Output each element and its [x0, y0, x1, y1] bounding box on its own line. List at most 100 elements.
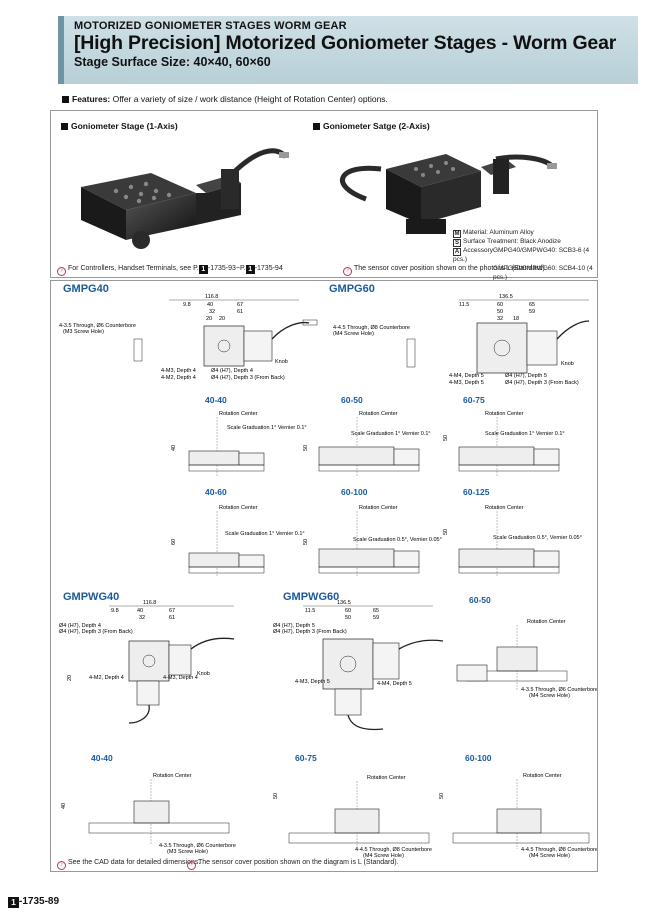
svg-text:4-3.5 Through, Ø6 Counterbore: 4-3.5 Through, Ø6 Counterbore: [59, 323, 136, 329]
model-gmpg40: GMPG40: [63, 283, 109, 295]
svg-text:4-4.5 Through, Ø8 Counterbore: 4-4.5 Through, Ø8 Counterbore: [521, 847, 597, 853]
svg-text:Ø4 (H7), Depth 5: Ø4 (H7), Depth 5: [505, 373, 547, 379]
svg-text:4-3.5 Through, Ø6 Counterbore: 4-3.5 Through, Ø6 Counterbore: [521, 687, 597, 693]
side-60-75: Rotation Center Scale Graduation 1° Vern…: [443, 411, 565, 477]
page-box: 1: [8, 897, 19, 908]
svg-text:40: 40: [207, 302, 213, 308]
photo-panel: Goniometer Stage (1-Axis) Goniometer Sat…: [50, 110, 598, 281]
side-60-50: Rotation Center Scale Graduation 1° Vern…: [303, 411, 431, 477]
model-gmpwg40: GMPWG40: [63, 591, 120, 603]
surface-badge: S: [453, 239, 461, 247]
svg-text:11.5: 11.5: [305, 608, 315, 614]
svg-text:Rotation Center: Rotation Center: [527, 619, 566, 625]
square-bullet-icon: [313, 122, 320, 130]
gmpwg-side-60-100: Rotation Center 4-4.5 Through, Ø8 Counte…: [439, 773, 597, 859]
variant-w-60-75: 60-75: [295, 753, 317, 763]
svg-text:61: 61: [237, 309, 243, 315]
gmpwg-side-60-50: Rotation Center 4-3.5 Through, Ø6 Counte…: [456, 619, 597, 699]
category-label: MOTORIZED GONIOMETER STAGES WORM GEAR: [74, 20, 347, 32]
variant-w-40-40: 40-40: [91, 753, 113, 763]
variant-40-40: 40-40: [205, 395, 227, 405]
features-text: Offer a variety of size / work distance …: [112, 94, 388, 104]
stage1-title: Goniometer Stage (1-Axis): [61, 121, 178, 131]
header-banner: MOTORIZED GONIOMETER STAGES WORM GEAR [H…: [58, 16, 638, 84]
svg-text:(M4 Screw Hole): (M4 Screw Hole): [529, 853, 570, 859]
sensor-diagram-note: ☞The sensor cover position shown on the …: [187, 859, 399, 870]
svg-text:Knob: Knob: [561, 361, 574, 367]
side-40-60: Rotation Center Scale Graduation 1° Vern…: [171, 505, 305, 576]
gmpwg-side-60-75: Rotation Center 4-4.5 Through, Ø8 Counte…: [273, 775, 432, 859]
variant-40-60: 40-60: [205, 487, 227, 497]
material-badge: M: [453, 230, 461, 238]
svg-text:Knob: Knob: [197, 671, 210, 677]
svg-text:4-M2, Depth 4: 4-M2, Depth 4: [161, 375, 196, 381]
pointing-hand-icon: ☞: [57, 266, 66, 276]
svg-text:Scale Graduation 1° Vernier 0: Scale Graduation 1° Vernier 0.1°: [227, 425, 307, 431]
svg-text:116.8: 116.8: [205, 294, 218, 300]
page-subtitle: Stage Surface Size: 40×40, 60×60: [74, 55, 271, 69]
svg-text:Scale Graduation 1° Vernier 0: Scale Graduation 1° Vernier 0.1°: [351, 431, 431, 437]
side-views-row2: Rotation Center Scale Graduation 1° Vern…: [171, 505, 582, 576]
features-line: Features: Offer a variety of size / work…: [62, 94, 388, 104]
controllers-note: ☞For Controllers, Handset Terminals, see…: [57, 265, 283, 276]
page-number: 1-1735-89: [8, 896, 59, 908]
svg-text:Rotation Center: Rotation Center: [359, 505, 398, 511]
svg-text:32: 32: [497, 316, 503, 322]
svg-text:Scale Graduation 1° Vernier 0: Scale Graduation 1° Vernier 0.1°: [485, 431, 565, 437]
svg-text:Rotation Center: Rotation Center: [219, 505, 258, 511]
variant-60-75: 60-75: [463, 395, 485, 405]
svg-text:Scale Graduation 0.5°, Vernier: Scale Graduation 0.5°, Vernier 0.05°: [493, 535, 582, 541]
svg-text:60: 60: [345, 608, 351, 614]
side-60-100: Rotation Center Scale Graduation 0.5°, V…: [303, 505, 442, 576]
svg-text:59: 59: [529, 309, 535, 315]
variant-60-100: 60-100: [341, 487, 368, 497]
svg-text:(M4 Screw Hole): (M4 Screw Hole): [333, 331, 374, 337]
gmpwg-side-40-40: Rotation Center 4-3.5 Through, Ø6 Counte…: [61, 773, 236, 855]
variant-w-60-50: 60-50: [469, 595, 491, 605]
svg-text:Rotation Center: Rotation Center: [485, 505, 524, 511]
spec-material: Material: Aluminum Alloy: [463, 229, 534, 236]
spec-accessory1: AccessoryGMPG40/GMPWG40: SCB3-6 (4 pcs.): [453, 247, 590, 263]
svg-text:Rotation Center: Rotation Center: [523, 773, 562, 779]
svg-text:50: 50: [303, 539, 309, 545]
svg-text:50: 50: [303, 445, 309, 451]
svg-text:4-M4, Depth 5: 4-M4, Depth 5: [449, 373, 484, 379]
svg-text:50: 50: [443, 435, 449, 441]
svg-text:18: 18: [513, 316, 519, 322]
svg-text:4-3.5 Through, Ø6 Counterbore: 4-3.5 Through, Ø6 Counterbore: [159, 843, 236, 849]
svg-text:9.8: 9.8: [111, 608, 119, 614]
svg-text:4-M4, Depth 5: 4-M4, Depth 5: [377, 681, 412, 687]
page-title: [High Precision] Motorized Goniometer St…: [74, 32, 617, 54]
svg-text:11.5: 11.5: [459, 302, 469, 308]
square-bullet-icon: [61, 122, 68, 130]
svg-text:40: 40: [171, 445, 177, 451]
svg-text:136.5: 136.5: [499, 294, 513, 300]
variant-w-60-100: 60-100: [465, 753, 492, 763]
cad-note: ☞See the CAD data for detailed dimension…: [57, 859, 201, 870]
side-views-row1: Rotation Center Scale Graduation 1° Vern…: [171, 411, 565, 477]
stage2-title: Goniometer Satge (2-Axis): [313, 121, 430, 131]
pointing-hand-icon: ☞: [343, 266, 352, 276]
features-label: Features:: [72, 94, 111, 104]
side-60-125: Rotation Center Scale Graduation 0.5°, V…: [443, 505, 582, 576]
square-bullet-icon: [62, 95, 69, 103]
svg-text:32: 32: [139, 615, 145, 621]
svg-text:Knob: Knob: [275, 359, 288, 365]
svg-text:4-M3, Depth 4: 4-M3, Depth 4: [163, 675, 198, 681]
svg-text:Ø4 (H7), Depth 4: Ø4 (H7), Depth 4: [59, 623, 101, 629]
svg-text:Rotation Center: Rotation Center: [485, 411, 524, 417]
svg-text:116.8: 116.8: [143, 600, 156, 606]
svg-text:50: 50: [345, 615, 351, 621]
sensor-photo-note: ☞The sensor cover position shown on the …: [343, 265, 547, 276]
svg-text:50: 50: [443, 529, 449, 535]
svg-text:4-4.5 Through, Ø8 Counterbore: 4-4.5 Through, Ø8 Counterbore: [355, 847, 432, 853]
svg-text:59: 59: [373, 615, 379, 621]
svg-text:40: 40: [137, 608, 143, 614]
svg-text:32: 32: [209, 309, 215, 315]
stage-1axis-photo: [81, 148, 289, 249]
svg-text:(M4 Screw Hole): (M4 Screw Hole): [529, 693, 570, 699]
svg-text:50: 50: [273, 793, 279, 799]
